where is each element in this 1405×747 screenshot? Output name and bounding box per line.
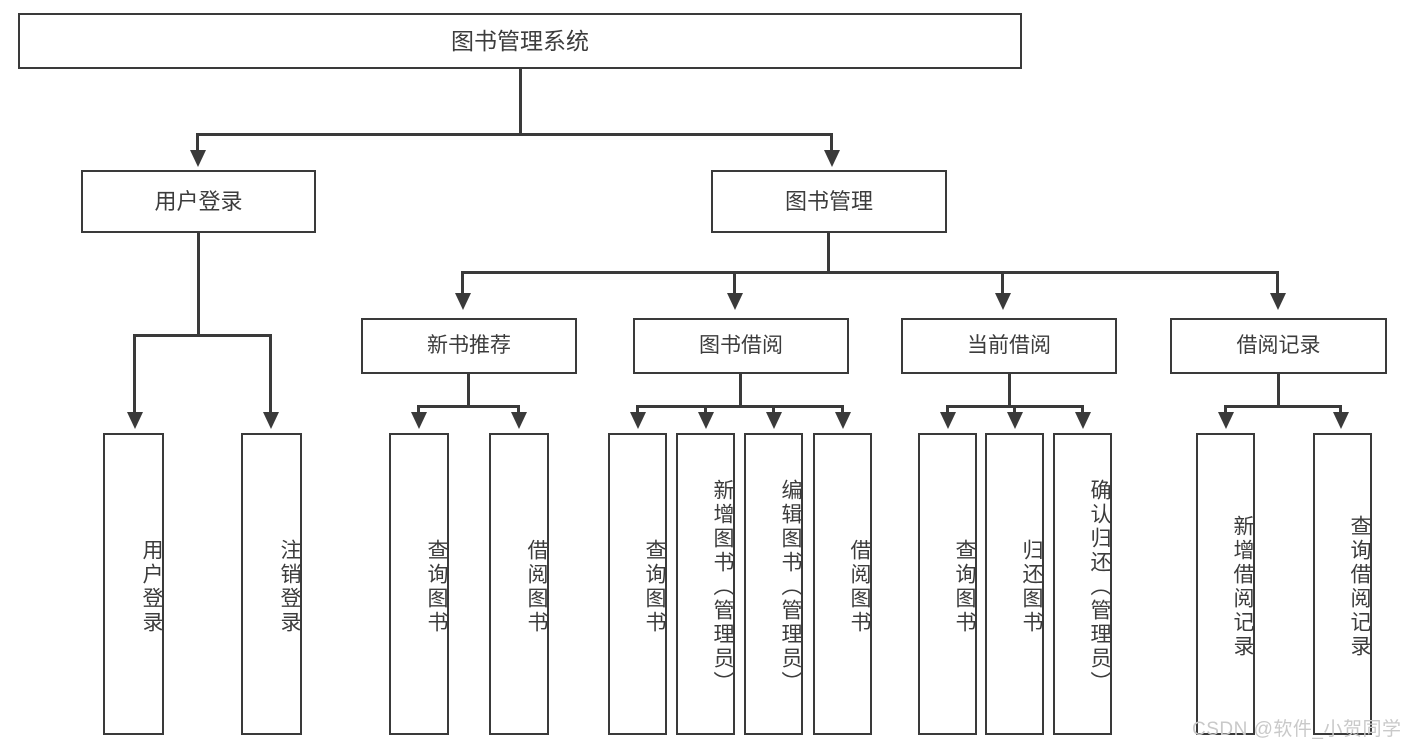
connector-book-borrow-stem: [739, 374, 742, 407]
leaf-label: 新增图书（管理员）: [711, 479, 734, 695]
leaf-borrow-record-query-record[interactable]: 查询借阅记录: [1313, 433, 1372, 735]
arrowhead-to-borrow-record: [1270, 293, 1286, 310]
connector-user-login-stem: [197, 233, 200, 337]
leaf-new-book-query-book[interactable]: 查询图书: [389, 433, 449, 735]
arrowhead-br-leaf1: [1218, 412, 1234, 429]
connector-bb-leaf3: [772, 405, 775, 414]
connector-bb-leaf1: [636, 405, 639, 414]
leaf-book-borrow-borrow-book[interactable]: 借阅图书: [813, 433, 872, 735]
arrowhead-bb-leaf1: [630, 412, 646, 429]
leaf-label: 借阅图书: [525, 539, 548, 635]
connector-new-book-leaf2: [517, 405, 520, 414]
connector-book-borrow-bus: [636, 405, 844, 408]
leaf-label: 查询图书: [425, 539, 448, 635]
arrowhead-to-book-borrow: [727, 293, 743, 310]
leaf-new-book-borrow-book[interactable]: 借阅图书: [489, 433, 549, 735]
leaf-label: 查询图书: [643, 539, 666, 635]
leaf-current-borrow-query-book[interactable]: 查询图书: [918, 433, 977, 735]
node-book-borrow[interactable]: 图书借阅: [633, 318, 849, 374]
arrowhead-cb-leaf1: [940, 412, 956, 429]
node-label: 新书推荐: [427, 333, 511, 357]
leaf-book-borrow-edit-book-admin[interactable]: 编辑图书（管理员）: [744, 433, 803, 735]
node-current-borrow[interactable]: 当前借阅: [901, 318, 1117, 374]
connector-new-book-stem: [467, 374, 470, 407]
node-book-management[interactable]: 图书管理: [711, 170, 947, 233]
arrowhead-cb-leaf3: [1075, 412, 1091, 429]
connector-current-borrow-stem: [1008, 374, 1011, 407]
leaf-label: 用户登录: [140, 539, 163, 635]
connector-cb-leaf1: [946, 405, 949, 414]
node-label: 图书管理: [784, 188, 873, 214]
connector-root-to-user-login: [196, 133, 199, 155]
leaf-label: 注销登录: [278, 539, 301, 635]
leaf-label: 确认归还（管理员）: [1088, 479, 1111, 695]
arrowhead-user-login-leaf2: [263, 412, 279, 429]
arrowhead-to-new-book-recommend: [455, 293, 471, 310]
leaf-label: 查询借阅记录: [1348, 515, 1371, 659]
connector-cb-leaf3: [1081, 405, 1084, 414]
connector-root-to-book-management: [830, 133, 833, 155]
node-user-login[interactable]: 用户登录: [81, 170, 316, 233]
node-root-book-management-system[interactable]: 图书管理系统: [18, 13, 1022, 69]
leaf-book-borrow-query-book[interactable]: 查询图书: [608, 433, 667, 735]
connector-bb-leaf4: [841, 405, 844, 414]
connector-book-management-stem: [827, 233, 830, 273]
connector-br-leaf1: [1224, 405, 1227, 414]
connector-root-bus: [196, 133, 833, 136]
leaf-label: 编辑图书（管理员）: [779, 479, 802, 695]
arrowhead-to-current-borrow: [995, 293, 1011, 310]
connector-book-management-bus: [461, 271, 1278, 274]
node-label: 当前借阅: [967, 333, 1051, 357]
leaf-user-login-login[interactable]: 用户登录: [103, 433, 164, 735]
node-borrow-record[interactable]: 借阅记录: [1170, 318, 1387, 374]
connector-new-book-leaf1: [417, 405, 420, 414]
connector-bb-leaf2: [704, 405, 707, 414]
node-label: 图书管理系统: [451, 27, 589, 54]
arrowhead-user-login-leaf1: [127, 412, 143, 429]
arrowhead-bb-leaf2: [698, 412, 714, 429]
leaf-current-borrow-confirm-return-admin[interactable]: 确认归还（管理员）: [1053, 433, 1112, 735]
connector-user-login-leaf2: [269, 334, 272, 414]
connector-new-book-bus: [417, 405, 520, 408]
arrowhead-new-book-leaf1: [411, 412, 427, 429]
connector-borrow-record-bus: [1224, 405, 1342, 408]
node-label: 图书借阅: [699, 333, 783, 357]
leaf-book-borrow-add-book-admin[interactable]: 新增图书（管理员）: [676, 433, 735, 735]
leaf-label: 归还图书: [1020, 539, 1043, 635]
connector-bm-to-book-borrow: [733, 271, 736, 296]
csdn-watermark: CSDN @软件_小贺同学: [1192, 719, 1402, 740]
arrowhead-new-book-leaf2: [511, 412, 527, 429]
connector-user-login-leaf1: [133, 334, 136, 414]
node-new-book-recommend[interactable]: 新书推荐: [361, 318, 577, 374]
arrowhead-bb-leaf4: [835, 412, 851, 429]
arrowhead-bb-leaf3: [766, 412, 782, 429]
node-label: 用户登录: [154, 188, 243, 214]
arrowhead-br-leaf2: [1333, 412, 1349, 429]
leaf-label: 借阅图书: [848, 539, 871, 635]
leaf-label: 新增借阅记录: [1231, 515, 1254, 659]
leaf-label: 查询图书: [953, 539, 976, 635]
connector-borrow-record-stem: [1277, 374, 1280, 407]
connector-bm-to-current-borrow: [1001, 271, 1004, 296]
leaf-borrow-record-add-record[interactable]: 新增借阅记录: [1196, 433, 1255, 735]
arrowhead-to-user-login: [190, 150, 206, 167]
arrowhead-cb-leaf2: [1007, 412, 1023, 429]
node-label: 借阅记录: [1236, 333, 1321, 357]
connector-br-leaf2: [1339, 405, 1342, 414]
connector-cb-leaf2: [1013, 405, 1016, 414]
leaf-user-login-logout[interactable]: 注销登录: [241, 433, 302, 735]
leaf-current-borrow-return-book[interactable]: 归还图书: [985, 433, 1044, 735]
connector-bm-to-borrow-record: [1276, 271, 1279, 296]
arrowhead-to-book-management: [824, 150, 840, 167]
connector-user-login-bus: [133, 334, 272, 337]
connector-root-stem: [519, 69, 522, 135]
connector-bm-to-new-book: [461, 271, 464, 296]
